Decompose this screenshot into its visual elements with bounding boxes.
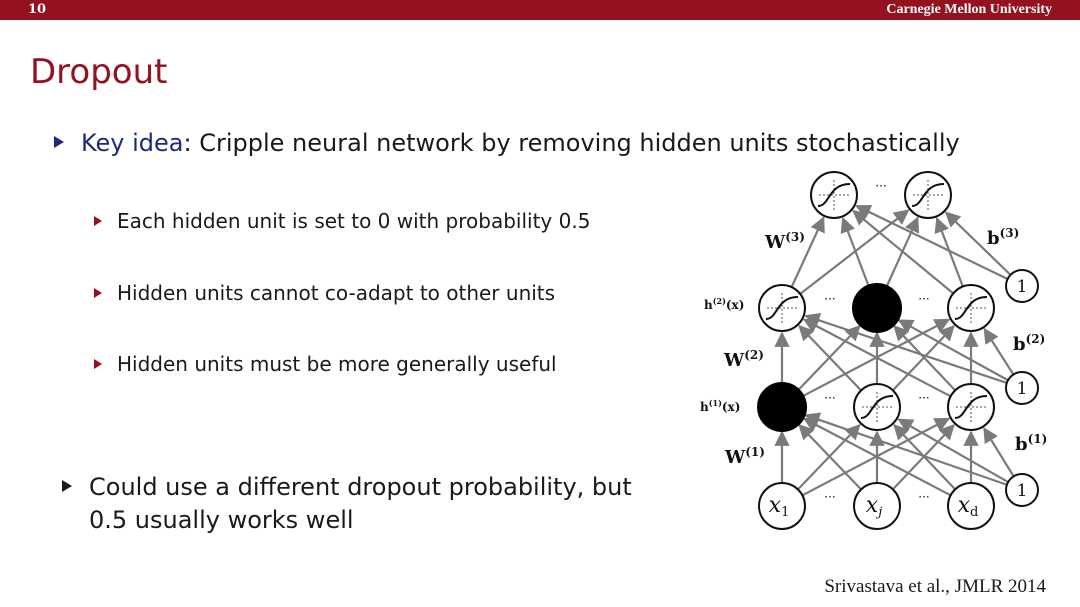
bottom-bullet: Could use a different dropout probabilit… bbox=[62, 471, 632, 537]
sub-bullet-text: Hidden units must be more generally usef… bbox=[117, 352, 557, 376]
output-unit bbox=[810, 171, 858, 219]
network-edge bbox=[934, 216, 964, 287]
slide-title: Dropout bbox=[30, 52, 168, 92]
hidden-unit-layer2 bbox=[947, 284, 995, 332]
bias-unit-1: 1 bbox=[1005, 473, 1039, 507]
network-edge bbox=[840, 216, 870, 287]
bias-unit-3: 1 bbox=[1005, 269, 1039, 303]
ellipsis-label: ··· bbox=[918, 391, 929, 405]
input-unit: x1 bbox=[758, 482, 806, 530]
network-edge bbox=[893, 325, 956, 392]
ellipsis-label: ··· bbox=[918, 490, 929, 504]
dropped-hidden-unit bbox=[852, 283, 902, 333]
hidden-label-2: h(2)(x) bbox=[704, 296, 744, 312]
bias-label-3: b(3) bbox=[987, 226, 1019, 249]
bullet-triangle-icon bbox=[94, 288, 102, 298]
ellipsis-label: ··· bbox=[824, 490, 835, 504]
network-edges bbox=[774, 204, 1015, 497]
network-labels: W(3) b(3) h(2)(x) W(2) b(2) h(1)(x) W(1)… bbox=[700, 226, 1047, 468]
slide-number: 10 bbox=[28, 2, 47, 17]
network-edge bbox=[790, 216, 825, 288]
network-edge bbox=[897, 418, 1009, 484]
bullet-triangle-icon bbox=[54, 136, 64, 148]
bias-unit-label: 1 bbox=[1017, 481, 1028, 501]
network-nodes: x1 xj xd 1 1 1 ··· ··· ··· ··· ··· ··· ··· bbox=[757, 171, 1039, 530]
ellipsis-label: ··· bbox=[824, 391, 835, 405]
bias-unit-label: 1 bbox=[1017, 277, 1028, 297]
weight-label-1: W(1) bbox=[724, 445, 765, 468]
sub-bullet-text: Hidden units cannot co-adapt to other un… bbox=[117, 281, 556, 305]
bias-unit-label: 1 bbox=[1017, 379, 1028, 399]
output-unit bbox=[904, 171, 952, 219]
network-edge bbox=[983, 327, 1015, 376]
hidden-unit-layer1 bbox=[947, 383, 995, 431]
network-edge bbox=[804, 312, 1008, 384]
citation: Srivastava et al., JMLR 2014 bbox=[824, 576, 1046, 597]
input-unit: xd bbox=[947, 482, 995, 530]
network-edge bbox=[855, 204, 1009, 281]
bullet-triangle-icon bbox=[94, 359, 102, 369]
network-edge bbox=[802, 417, 952, 497]
bottom-bullet-line2: 0.5 usually works well bbox=[89, 506, 354, 534]
network-edge bbox=[852, 209, 954, 295]
network-edge bbox=[798, 423, 862, 491]
network-edge bbox=[802, 318, 952, 398]
input-unit: xj bbox=[853, 482, 901, 530]
bullet-triangle-icon bbox=[94, 216, 102, 226]
header-bar: 10 Carnegie Mellon University bbox=[0, 0, 1080, 20]
hidden-unit-layer2 bbox=[758, 284, 806, 332]
ellipsis-label: ··· bbox=[875, 179, 886, 193]
weight-label-3: W(3) bbox=[764, 230, 805, 253]
network-edge bbox=[799, 209, 910, 295]
network-edge bbox=[983, 426, 1015, 477]
bias-label-2: b(2) bbox=[1013, 332, 1045, 355]
hidden-label-1: h(1)(x) bbox=[700, 398, 740, 414]
dropped-hidden-unit bbox=[757, 382, 807, 432]
ellipsis-label: ··· bbox=[918, 292, 929, 306]
bullet-triangle-icon bbox=[62, 480, 72, 492]
sub-bullet-2: Hidden units cannot co-adapt to other un… bbox=[94, 281, 555, 305]
weight-label-2: W(2) bbox=[723, 348, 764, 371]
network-edge bbox=[798, 324, 862, 392]
sub-bullet-text: Each hidden unit is set to 0 with probab… bbox=[117, 209, 591, 233]
dropout-network-diagram: x1 xj xd 1 1 1 ··· ··· ··· ··· ··· ··· ··· W(3) b(3)… bbox=[700, 171, 1047, 530]
hidden-unit-layer1 bbox=[853, 383, 901, 431]
ellipsis-label: ··· bbox=[824, 292, 835, 306]
network-edge bbox=[804, 412, 1008, 486]
network-edge bbox=[897, 319, 1009, 382]
input-label: xj bbox=[866, 493, 882, 520]
main-bullet: Key idea: Cripple neural network by remo… bbox=[54, 129, 960, 157]
university-name: Carnegie Mellon University bbox=[886, 2, 1052, 17]
bias-unit-2: 1 bbox=[1005, 371, 1039, 405]
key-idea-label: Key idea bbox=[81, 129, 184, 157]
network-edge bbox=[944, 211, 1012, 276]
key-idea-text: : Cripple neural network by removing hid… bbox=[183, 129, 960, 157]
sub-bullet-1: Each hidden unit is set to 0 with probab… bbox=[94, 209, 590, 233]
bias-label-1: b(1) bbox=[1015, 432, 1047, 455]
sub-bullet-3: Hidden units must be more generally usef… bbox=[94, 352, 557, 376]
bottom-bullet-line1: Could use a different dropout probabilit… bbox=[89, 473, 632, 501]
